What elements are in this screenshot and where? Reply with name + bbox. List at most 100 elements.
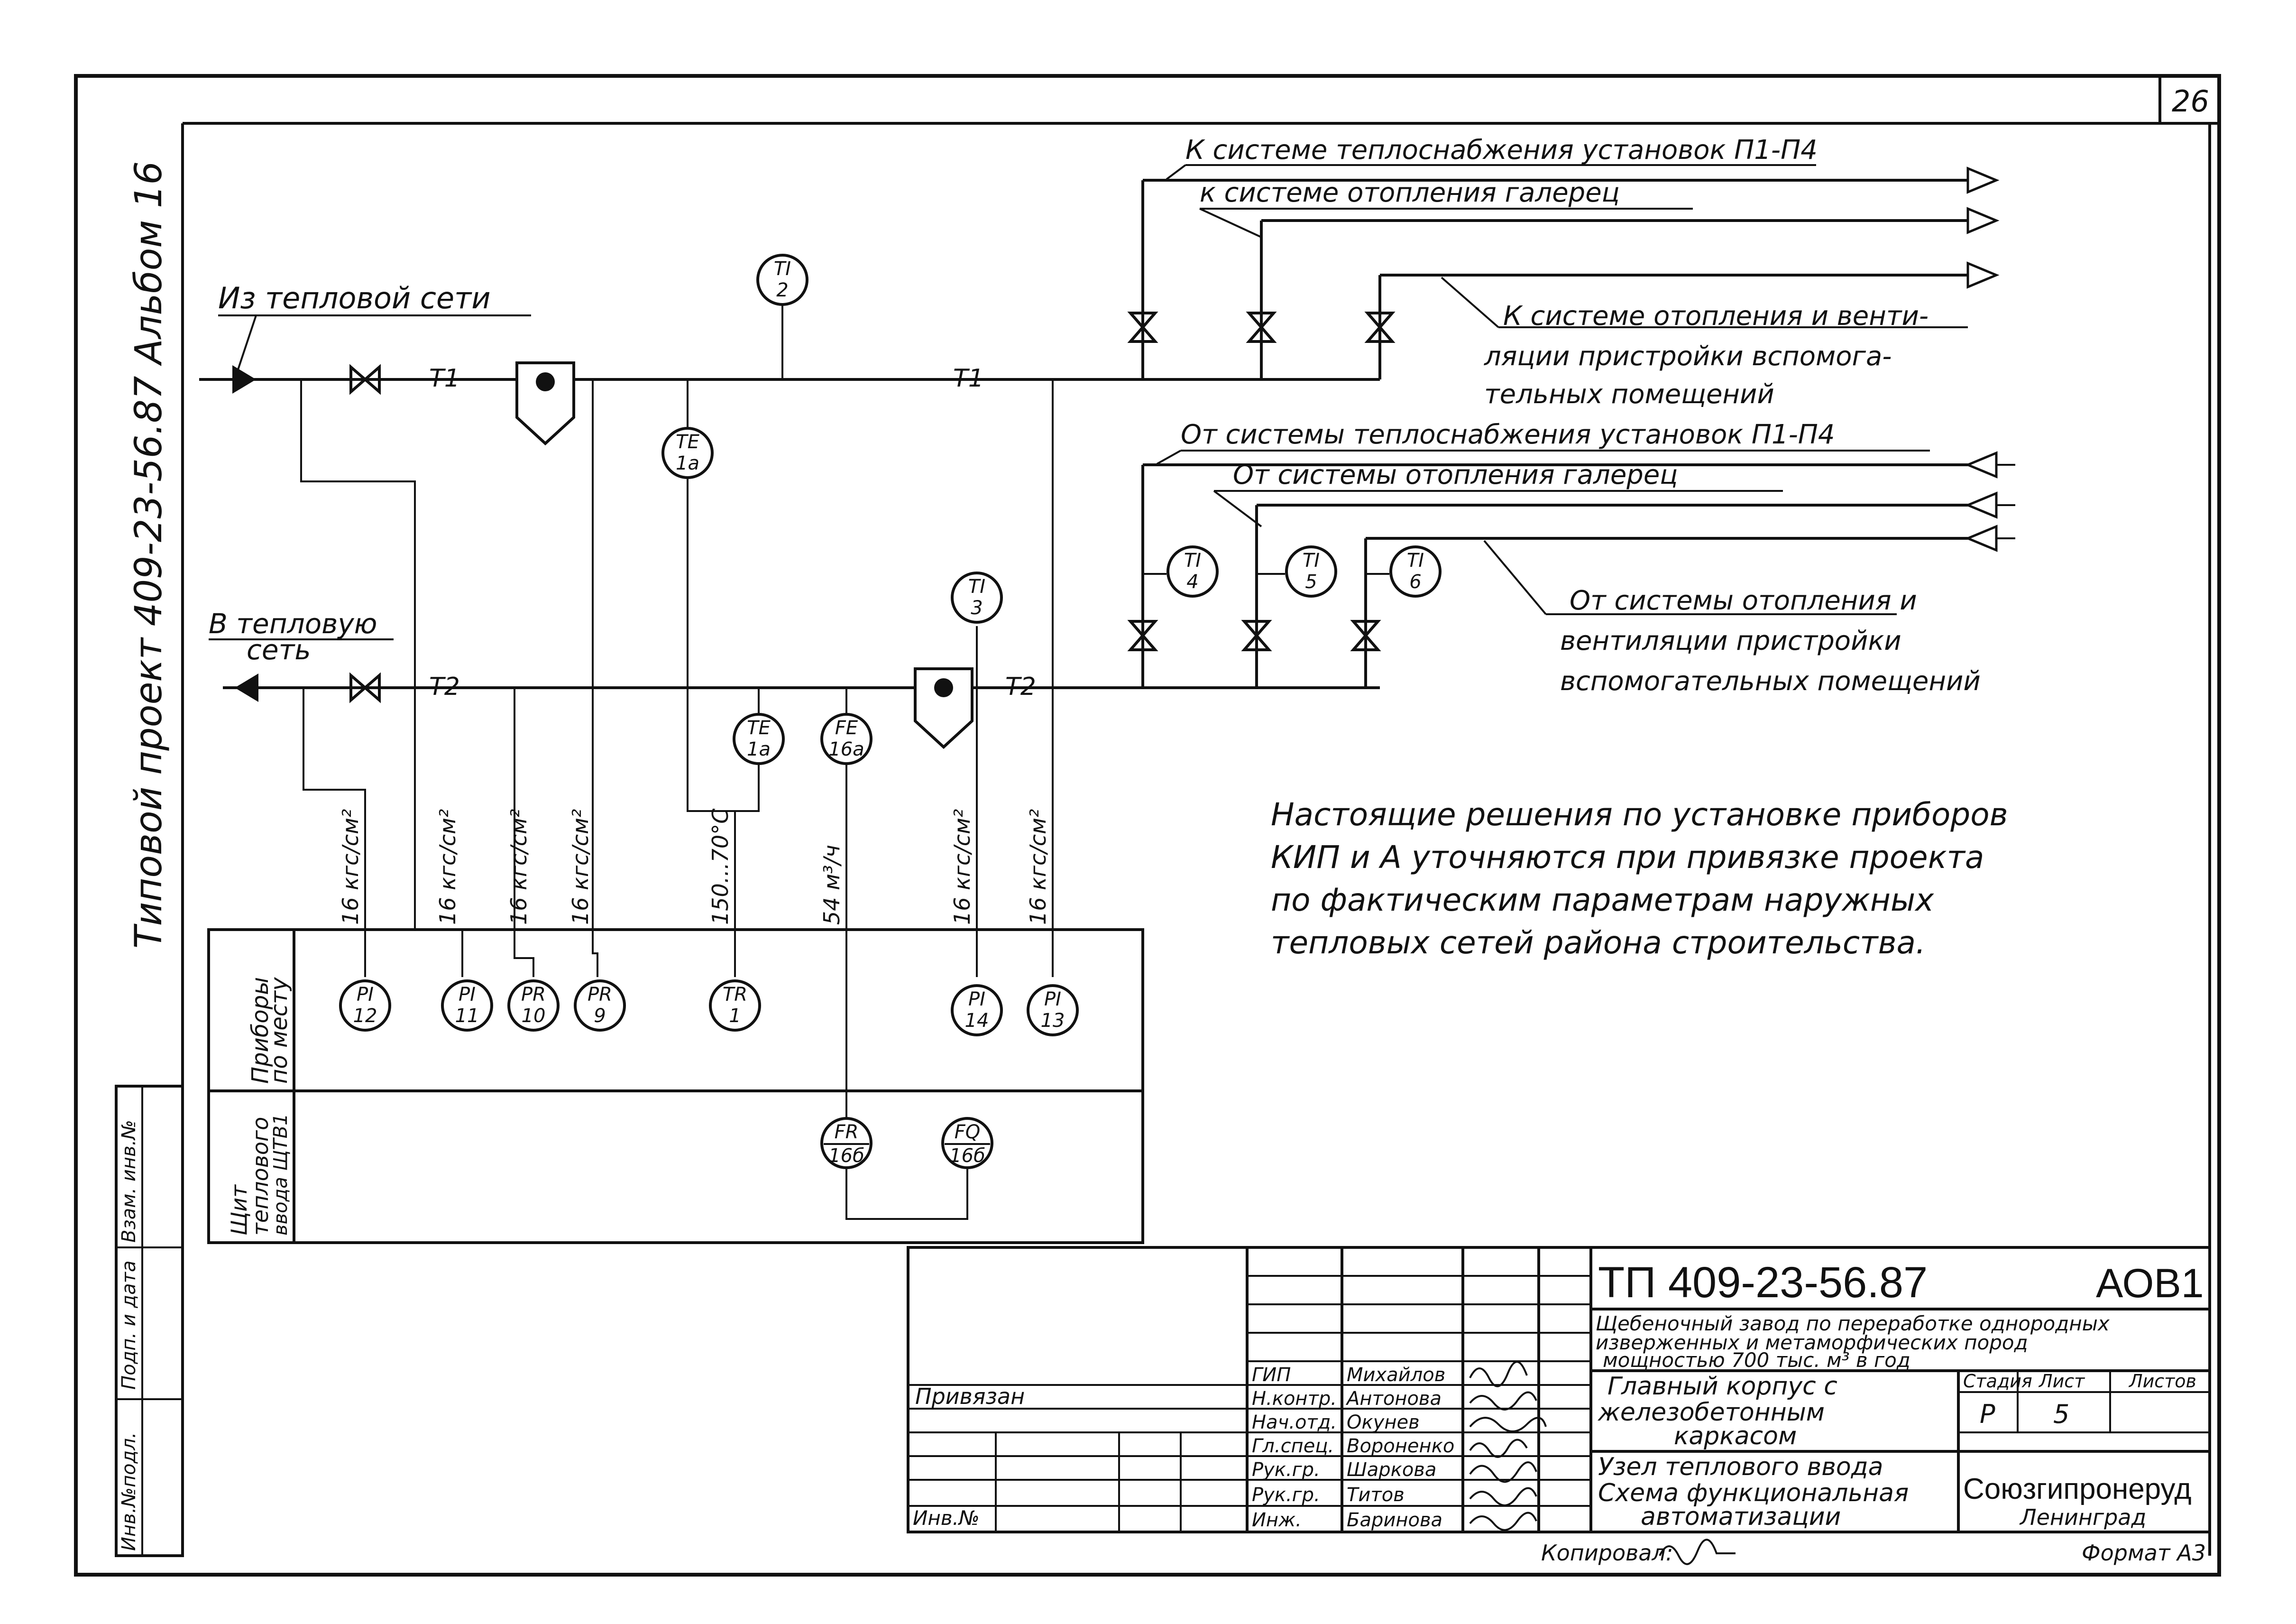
svg-text:TR: TR [723, 984, 747, 1006]
impulse-line-pi11 [300, 379, 463, 977]
in-arrow-2 [1965, 491, 1998, 519]
impulse-line-pr10 [514, 688, 534, 977]
signature-scribble [1469, 1439, 1528, 1458]
stamp-field-inv: Инв.№подл. [118, 1432, 140, 1551]
copied-by-signature [1659, 1539, 1736, 1565]
range-label-7: 16 кгс/см² [949, 809, 975, 925]
mud-trap-dot [536, 372, 555, 391]
left-stamp [115, 1085, 184, 1557]
role-7: Инж. [1252, 1509, 1302, 1531]
mud-trap-symbol [515, 361, 575, 446]
impulse-line-fq [845, 1167, 968, 1220]
in1-leader [1157, 450, 1181, 465]
title-project-3: мощностью 700 тыс. м³ в год [1603, 1348, 1910, 1372]
svg-text:TI: TI [1184, 550, 1201, 572]
note-line-2: КИП и А уточняются при привязке проекта [1271, 839, 1984, 876]
out-arrow-3 [1966, 261, 2000, 289]
svg-text:11: 11 [455, 1005, 479, 1027]
title-stage-header: Стадия [1963, 1371, 2032, 1392]
role-1: ГИП [1252, 1364, 1291, 1386]
instrument-ti5: TI 5 [1285, 545, 1337, 598]
stamp-field-replace: Взам. инв.№ [118, 1120, 140, 1243]
role-2: Н.контр. [1252, 1388, 1337, 1410]
svg-text:1а: 1а [747, 738, 771, 760]
in2-label: От системы отопления галерец [1233, 460, 1678, 490]
title-block [907, 1246, 2211, 1533]
range-label-8: 16 кгс/см² [1025, 809, 1051, 925]
svg-text:PI: PI [968, 988, 985, 1010]
title-stage: Р [1980, 1399, 1995, 1429]
svg-text:1а: 1а [676, 452, 699, 474]
out3-label-3: тельных помещений [1484, 379, 1774, 410]
instrument-fq16b: FQ 16б [941, 1117, 993, 1169]
name-6: Титов [1347, 1484, 1405, 1506]
instrument-panel [207, 928, 1144, 1244]
title-building-3: каркасом [1674, 1422, 1797, 1450]
instrument-ti6: TI 6 [1389, 545, 1442, 598]
copied-by-label: Копировал: [1541, 1540, 1673, 1566]
instrument-pi13: PI 13 [1027, 984, 1079, 1036]
role-3: Нач.отд. [1252, 1412, 1337, 1433]
title-drawing-3: автоматизации [1641, 1503, 1841, 1531]
drawing-frame [74, 74, 2221, 1577]
title-org-city: Ленинград [2019, 1504, 2146, 1530]
supply-source-leader [236, 315, 257, 373]
role-5: Рук.гр. [1252, 1459, 1320, 1481]
svg-text:6: 6 [1409, 571, 1421, 593]
range-label-6: 54 м³/ч [819, 845, 845, 925]
svg-text:12: 12 [353, 1005, 377, 1027]
instrument-pi14: PI 14 [951, 984, 1003, 1036]
svg-text:TI: TI [1407, 550, 1424, 572]
signature-scribble [1469, 1417, 1547, 1432]
supply-label-1: Т1 [429, 364, 460, 393]
note-line-4: тепловых сетей района строительства. [1271, 924, 1926, 961]
out1-leader [1166, 164, 1186, 180]
svg-text:16а: 16а [828, 738, 864, 760]
title-designation: ТП 409-23-56.87 [1598, 1258, 1928, 1307]
in3-label-3: вспомогательных помещений [1560, 666, 1981, 697]
inv-no-label: Инв.№ [913, 1506, 980, 1530]
svg-text:TI: TI [774, 258, 791, 280]
instrument-ti3: TI 3 [951, 572, 1003, 624]
svg-text:2: 2 [776, 279, 788, 301]
svg-text:PR: PR [521, 984, 546, 1006]
out3-label-2: ляции пристройки вспомога- [1484, 341, 1892, 372]
signature-scribble [1469, 1487, 1537, 1506]
svg-text:13: 13 [1041, 1010, 1065, 1032]
out-arrow-2 [1966, 207, 2000, 234]
out2-leader [1199, 208, 1262, 238]
title-sheet: 5 [2053, 1399, 2069, 1429]
in1-label: От системы теплоснабжения установок П1-П… [1181, 419, 1835, 450]
svg-text:14: 14 [965, 1010, 989, 1032]
instrument-ti4: TI 4 [1166, 545, 1219, 598]
supply-source-label: Из тепловой сети [218, 281, 491, 315]
title-drawing-1: Узел теплового ввода [1598, 1453, 1883, 1481]
range-label-2: 16 кгс/см² [435, 809, 460, 925]
name-5: Шаркова [1347, 1459, 1436, 1481]
svg-text:PR: PR [588, 984, 612, 1006]
return-target-label-2: сеть [247, 634, 311, 666]
title-drawing-2: Схема функциональная [1598, 1479, 1909, 1507]
title-sheet-header: Лист [2038, 1371, 2085, 1392]
svg-text:9: 9 [594, 1005, 606, 1027]
page-number: 26 [2172, 84, 2209, 119]
role-6: Рук.гр. [1252, 1484, 1320, 1506]
return-label-1: Т2 [429, 673, 460, 701]
signature-scribble [1469, 1391, 1537, 1411]
in3-label-1: От системы отопления и [1570, 585, 1917, 616]
out3-leader [1441, 277, 1499, 328]
supply-inlet-arrow [232, 365, 256, 394]
title-building-2: железобетонным [1598, 1398, 1825, 1427]
name-4: Вороненко [1347, 1435, 1454, 1457]
impulse-line-pr9 [592, 379, 598, 977]
instrument-pr9: PR 9 [574, 979, 626, 1032]
svg-text:PI: PI [357, 984, 374, 1006]
return-target-label-1: В тепловую [209, 608, 377, 640]
note-line-3: по фактическим параметрам наружных [1271, 882, 1934, 918]
panel-board-label-3: ввода ЩТВ1 [270, 1113, 292, 1236]
title-sheets-header: Листов [2128, 1371, 2196, 1392]
role-4: Гл.спец. [1252, 1435, 1334, 1457]
name-3: Окунев [1347, 1412, 1420, 1433]
return-outlet-arrow [235, 674, 258, 702]
svg-text:PI: PI [459, 984, 476, 1006]
